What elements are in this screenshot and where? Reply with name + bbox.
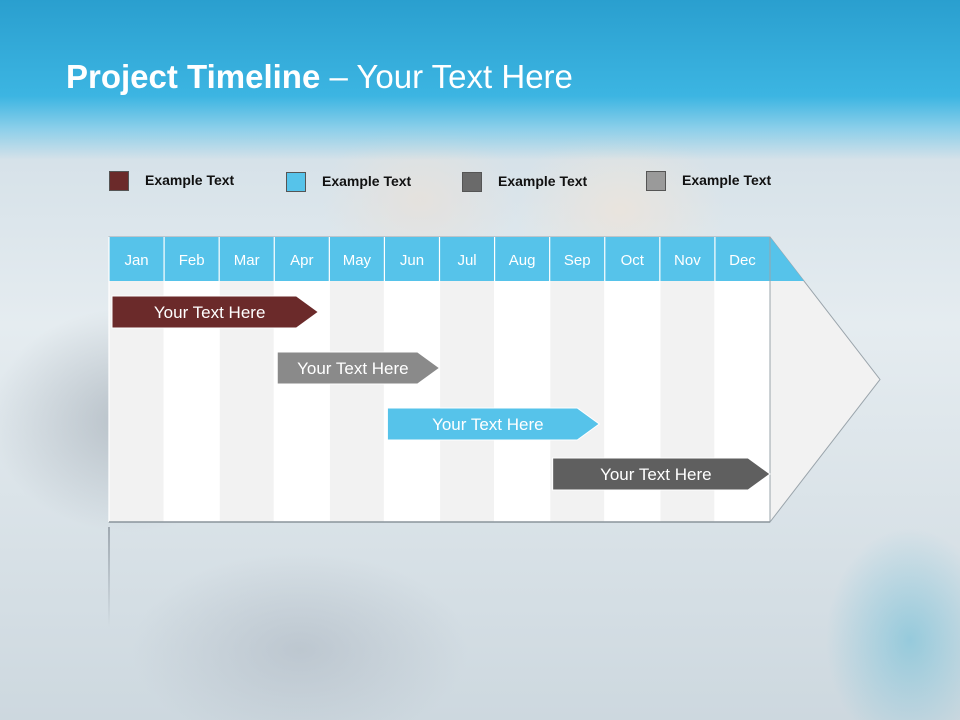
month-label-sep: Sep [564,252,591,269]
task-bar-2 [276,351,441,385]
task-label-1: Your Text Here [154,303,266,322]
task-bar-4 [552,457,771,491]
legend-label-1: Example Text [145,172,235,188]
title-rest: – Your Text Here [320,58,573,95]
task-label-4: Your Text Here [600,465,712,484]
timeline-header-band [109,237,804,281]
month-label-may: May [343,252,372,269]
task-bar-3 [386,407,601,441]
month-label-jun: Jun [400,252,424,269]
month-label-jan: Jan [124,252,148,269]
month-label-jul: Jul [457,252,476,269]
month-column-aug [494,281,550,522]
month-label-mar: Mar [234,252,260,269]
legend-label-3: Example Text [498,173,588,189]
legend-label-4: Example Text [682,172,772,188]
legend-label-2: Example Text [322,173,412,189]
month-label-apr: Apr [290,252,313,269]
month-label-nov: Nov [674,252,701,269]
month-label-aug: Aug [509,252,536,269]
task-bar-1 [111,295,320,329]
month-label-dec: Dec [729,252,756,269]
timeline-reflection [108,527,110,627]
task-label-2: Your Text Here [297,359,409,378]
month-label-feb: Feb [179,252,205,269]
legend-swatch-2 [286,172,306,192]
title-banner [0,0,960,160]
legend-swatch-4 [646,171,666,191]
month-column-jun [384,281,440,522]
legend-swatch-1 [109,171,129,191]
page-title: Project Timeline – Your Text Here [66,58,573,96]
legend-swatch-3 [462,172,482,192]
month-column-may [329,281,385,522]
month-label-oct: Oct [621,252,645,269]
task-label-3: Your Text Here [432,415,544,434]
month-column-jul [439,281,495,522]
title-bold: Project Timeline [66,58,321,95]
